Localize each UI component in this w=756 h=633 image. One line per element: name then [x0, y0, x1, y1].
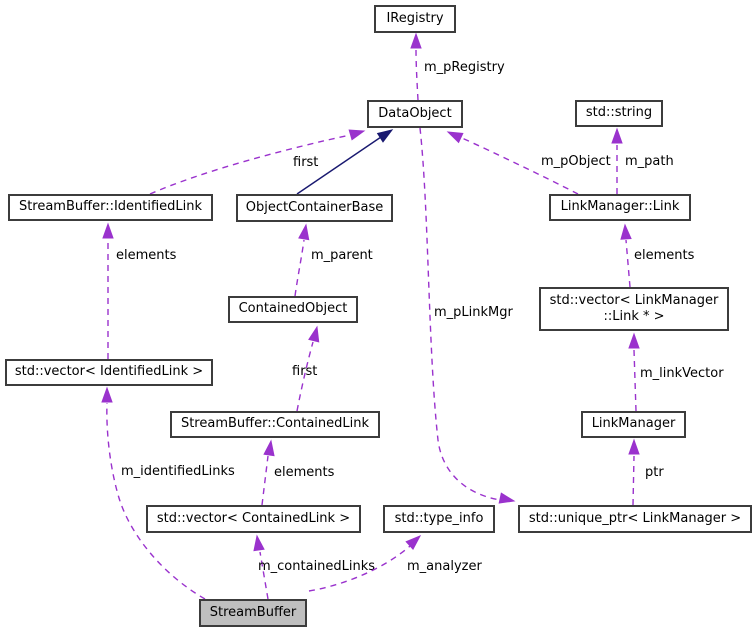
arrowhead-m_pLinkMgr	[498, 492, 516, 504]
edge-line-m_pObject	[461, 137, 579, 195]
edge-line-m_linkVector	[633, 349, 637, 412]
edge-m_pObject: m_pObject	[446, 131, 611, 195]
node-linkmanager-link[interactable]: LinkManager::Link	[549, 194, 691, 221]
edge-m_pRegistry: m_pRegistry	[410, 32, 505, 101]
node-streambuffer-identifiedlink[interactable]: StreamBuffer::IdentifiedLink	[8, 194, 213, 221]
edge-m_path: m_path	[611, 127, 674, 194]
node-std-vector-identifiedlink[interactable]: std::vector< IdentifiedLink >	[5, 359, 213, 386]
edge-m_pLinkMgr: m_pLinkMgr	[419, 127, 516, 504]
arrowhead-first-containedlink	[308, 325, 320, 343]
edge-m_linkVector: m_linkVector	[628, 332, 724, 412]
arrowhead-ptr	[628, 438, 640, 455]
arrowhead-m_path	[611, 127, 623, 144]
arrowhead-m_identifiedLinks	[101, 386, 113, 403]
edge-elements-containedlink: elements	[261, 439, 335, 506]
edge-label-m_pObject: m_pObject	[541, 154, 611, 169]
edge-m_analyzer: m_analyzer	[308, 535, 482, 592]
arrowhead-elements-identifiedlink	[102, 222, 114, 239]
edge-line-elements-linkmanager-link	[625, 239, 631, 288]
edge-label-first-containedlink: first	[292, 364, 317, 379]
arrowhead-m_analyzer	[405, 535, 422, 550]
edge-label-m_linkVector: m_linkVector	[640, 366, 724, 381]
node-std-vector-containedlink[interactable]: std::vector< ContainedLink >	[146, 505, 361, 533]
edge-label-m_path: m_path	[625, 154, 674, 169]
edge-line-m_identifiedLinks	[106, 402, 206, 600]
edge-label-m_containedLinks: m_containedLinks	[258, 559, 375, 574]
edge-inheritance-objectcontainerbase	[296, 129, 394, 195]
node-std-unique-ptr-linkmanager[interactable]: std::unique_ptr< LinkManager >	[518, 505, 752, 533]
node-std-vector-linkmanager-link-ptr[interactable]: std::vector< LinkManager ::Link * >	[539, 287, 729, 331]
edge-label-m_identifiedLinks: m_identifiedLinks	[121, 464, 235, 479]
edge-first-identifiedlink: first	[149, 129, 366, 195]
edge-label-elements-linkmanager-link: elements	[634, 248, 695, 263]
edge-label-elements-containedlink: elements	[274, 465, 335, 480]
edge-m_containedLinks: m_containedLinks	[253, 534, 375, 600]
node-dataobject[interactable]: DataObject	[367, 100, 463, 128]
arrowhead-first-identifiedlink	[348, 129, 366, 141]
edge-line-first-containedlink	[296, 341, 314, 412]
edge-label-m_parent: m_parent	[311, 248, 373, 263]
node-streambuffer[interactable]: StreamBuffer	[199, 599, 307, 627]
edge-line-elements-containedlink	[261, 455, 269, 506]
node-std-type-info[interactable]: std::type_info	[383, 505, 495, 533]
edge-line-m_containedLinks	[259, 551, 269, 600]
edge-line-m_pRegistry	[415, 49, 419, 101]
edge-elements-identifiedlink: elements	[102, 222, 177, 359]
edge-line-first-identifiedlink	[149, 134, 351, 195]
arrowhead-inheritance-objectcontainerbase	[376, 129, 394, 143]
edge-elements-linkmanager-link: elements	[620, 223, 695, 288]
arrowhead-m_pObject	[446, 131, 464, 144]
arrowhead-m_containedLinks	[253, 534, 265, 552]
arrowhead-elements-linkmanager-link	[620, 223, 632, 240]
edge-line-ptr	[632, 455, 635, 506]
arrowhead-elements-containedlink	[263, 439, 275, 457]
edge-line-m_analyzer	[308, 545, 411, 592]
arrowhead-m_linkVector	[628, 332, 640, 349]
node-objectcontainerbase[interactable]: ObjectContainerBase	[236, 194, 393, 222]
edge-first-containedlink: first	[292, 325, 320, 412]
node-linkmanager[interactable]: LinkManager	[581, 411, 686, 438]
edge-m_parent: m_parent	[294, 223, 373, 297]
node-std-string[interactable]: std::string	[575, 100, 663, 127]
edge-line-inheritance-objectcontainerbase	[296, 136, 382, 195]
edge-label-m_pLinkMgr: m_pLinkMgr	[434, 305, 514, 320]
arrowhead-m_pRegistry	[410, 32, 422, 49]
edge-m_identifiedLinks: m_identifiedLinks	[101, 386, 235, 600]
edge-ptr: ptr	[628, 438, 664, 506]
edge-label-first-identifiedlink: first	[293, 155, 318, 170]
edge-line-m_parent	[294, 239, 305, 297]
edge-label-m_pRegistry: m_pRegistry	[424, 60, 505, 75]
node-streambuffer-containedlink[interactable]: StreamBuffer::ContainedLink	[170, 411, 380, 438]
node-iregistry[interactable]: IRegistry	[374, 5, 456, 33]
edge-label-ptr: ptr	[645, 465, 664, 480]
node-containedobject[interactable]: ContainedObject	[228, 296, 358, 323]
arrowhead-m_parent	[298, 223, 310, 241]
edge-line-m_pLinkMgr	[419, 127, 501, 501]
edge-label-m_analyzer: m_analyzer	[407, 559, 482, 574]
edge-label-elements-identifiedlink: elements	[116, 248, 177, 263]
